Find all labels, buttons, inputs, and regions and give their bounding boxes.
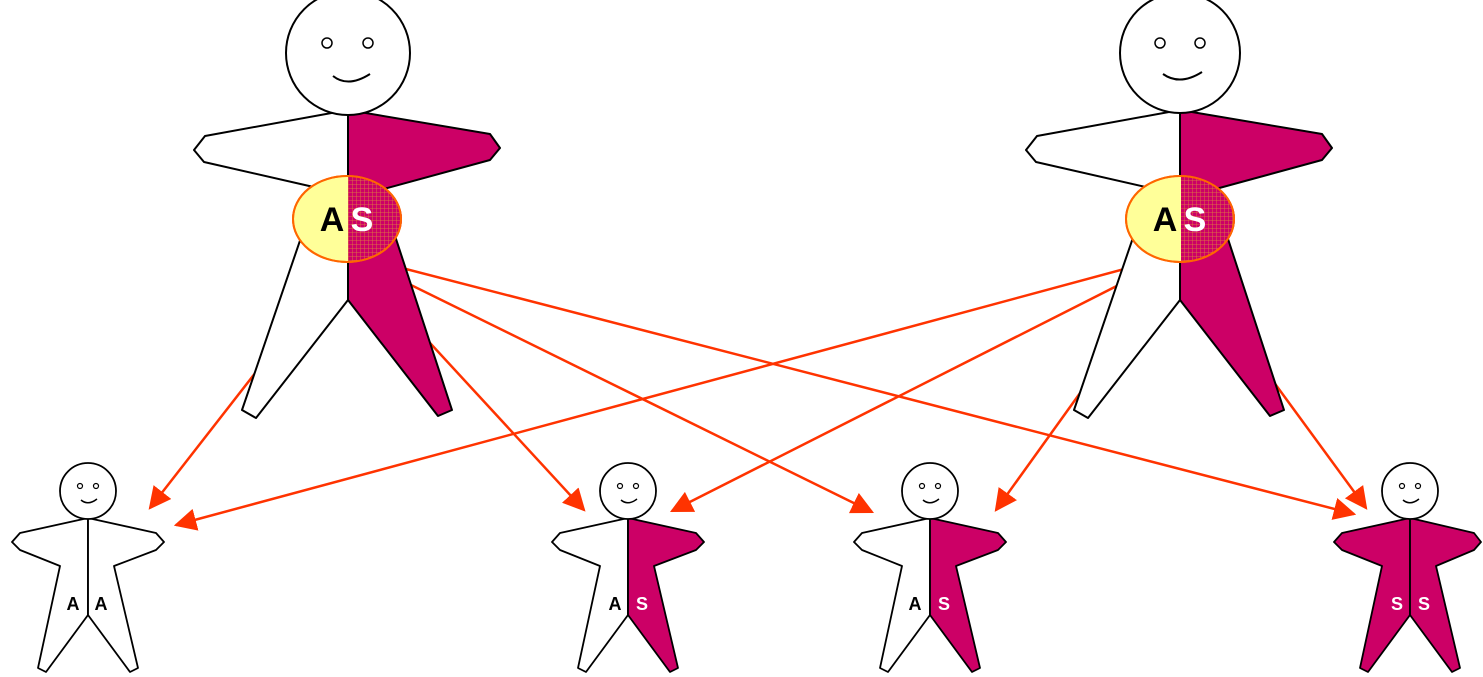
parent-left-head [286, 0, 410, 115]
child-3-head [902, 463, 958, 519]
parent-left-body-left-half [194, 110, 348, 418]
parent-right: A S [1026, 0, 1332, 418]
parent-right-chest-badge: A S [1126, 176, 1235, 262]
parent-left-chest-badge: A S [293, 176, 402, 262]
child-3: A S [854, 463, 1006, 672]
child-2-allele-1: A [609, 594, 622, 614]
child-3-allele-2: S [938, 594, 950, 614]
parent-right-head [1120, 0, 1240, 113]
child-2-allele-2: S [636, 594, 648, 614]
child-1: A A [12, 463, 164, 672]
parent-left-body-right-half [348, 110, 500, 416]
child-4-allele-2: S [1418, 594, 1430, 614]
parent-left-allele-1: A [320, 201, 345, 239]
child-1-allele-1: A [67, 594, 80, 614]
parent-left-allele-2: S [351, 201, 374, 239]
child-3-allele-1: A [909, 594, 922, 614]
parent-right-body-left-half [1026, 110, 1180, 418]
child-1-allele-2: A [95, 594, 108, 614]
parent-right-allele-2: S [1184, 201, 1207, 239]
child-4-allele-1: S [1391, 594, 1403, 614]
child-2: A S [552, 463, 704, 672]
child-1-head [60, 463, 116, 519]
parent-right-body-right-half [1180, 110, 1332, 416]
child-4-head [1382, 463, 1438, 519]
parent-right-allele-1: A [1153, 201, 1178, 239]
parent-left: A S [194, 0, 500, 418]
child-2-head [600, 463, 656, 519]
